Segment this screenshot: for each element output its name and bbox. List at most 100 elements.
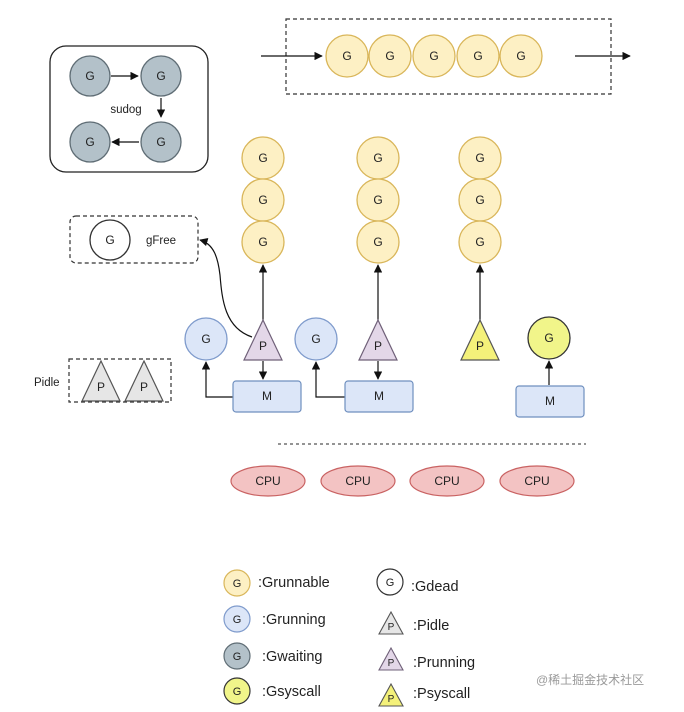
svg-text::Psyscall: :Psyscall <box>413 686 470 702</box>
proc-2-p: P <box>358 318 398 361</box>
proc-1-running-g: G <box>184 317 228 361</box>
grq-g-1: G <box>325 34 369 78</box>
svg-text::Gwaiting: :Gwaiting <box>262 649 322 665</box>
svg-text:G: G <box>258 235 267 249</box>
cpu-2: CPU <box>320 465 396 497</box>
legend-gwaiting: G :Gwaiting <box>223 642 322 670</box>
sudog-g-1: G <box>69 55 111 97</box>
svg-text:G: G <box>201 332 210 346</box>
svg-text:G: G <box>429 49 438 63</box>
svg-text:P: P <box>476 339 484 353</box>
legend-prunning: P :Prunning <box>378 646 475 671</box>
svg-text:G: G <box>544 331 553 345</box>
global-run-queue: G G G G G <box>261 18 631 95</box>
proc-1-p: P <box>243 318 283 361</box>
legend: G :Grunnable G :Grunning G :Gwaiting G :… <box>223 568 475 707</box>
svg-text:G: G <box>233 578 242 590</box>
pidle-label: Pidle <box>34 377 60 389</box>
watermark: @稀土掘金技术社区 <box>536 672 644 687</box>
svg-text:G: G <box>386 577 395 589</box>
svg-text:G: G <box>156 69 165 83</box>
proc-2-m: M <box>344 380 414 413</box>
sudog-g-4: G <box>140 121 182 163</box>
proc-1-lrq-g-1: G <box>241 136 285 180</box>
grq-g-4: G <box>456 34 500 78</box>
proc-2-lrq-g-3: G <box>356 220 400 264</box>
svg-text:G: G <box>156 135 165 149</box>
svg-text:P: P <box>388 658 395 669</box>
svg-text:G: G <box>385 49 394 63</box>
sudog-group: G G G G sudog <box>49 45 209 173</box>
proc-3-p: P <box>460 318 500 361</box>
svg-text:P: P <box>388 622 395 633</box>
pidle-p-1: P <box>81 359 121 402</box>
gfree-g: G <box>89 219 131 261</box>
svg-text:G: G <box>473 49 482 63</box>
proc-3-lrq-g-2: G <box>458 178 502 222</box>
svg-text:G: G <box>475 235 484 249</box>
svg-text::Grunnable: :Grunnable <box>258 575 330 591</box>
svg-text:CPU: CPU <box>345 474 370 488</box>
svg-text:M: M <box>545 394 555 408</box>
proc-2-running-g: G <box>294 317 338 361</box>
grq-g-3: G <box>412 34 456 78</box>
syscall-m: M <box>515 385 585 418</box>
proc-1-m: M <box>232 380 302 413</box>
svg-text:G: G <box>516 49 525 63</box>
pidle-group: Pidle P P <box>34 358 172 403</box>
svg-text:G: G <box>258 193 267 207</box>
syscall-m-group: G M <box>515 316 585 418</box>
svg-text::Gsyscall: :Gsyscall <box>262 684 321 700</box>
legend-grunnable: G :Grunnable <box>223 569 330 597</box>
svg-text:G: G <box>85 135 94 149</box>
svg-text:G: G <box>105 233 114 247</box>
svg-text::Grunning: :Grunning <box>262 612 326 628</box>
svg-text::Gdead: :Gdead <box>411 579 459 595</box>
cpu-1: CPU <box>230 465 306 497</box>
svg-text:G: G <box>85 69 94 83</box>
legend-grunning: G :Grunning <box>223 605 326 633</box>
proc-1-lrq-g-2: G <box>241 178 285 222</box>
proc-2: G G G G P M <box>294 136 414 413</box>
svg-text:G: G <box>373 151 382 165</box>
svg-text:P: P <box>97 380 105 394</box>
proc-2-lrq-g-1: G <box>356 136 400 180</box>
sudog-g-3: G <box>69 121 111 163</box>
legend-psyscall: P :Psyscall <box>378 682 470 707</box>
svg-text:G: G <box>233 651 242 663</box>
svg-text:G: G <box>258 151 267 165</box>
legend-gdead: G :Gdead <box>376 568 459 596</box>
svg-text:P: P <box>388 694 395 705</box>
legend-pidle: P :Pidle <box>378 610 449 635</box>
sudog-g-2: G <box>140 55 182 97</box>
svg-text:CPU: CPU <box>255 474 280 488</box>
cpu-4: CPU <box>499 465 575 497</box>
cpu-3: CPU <box>409 465 485 497</box>
grq-g-2: G <box>368 34 412 78</box>
svg-text::Prunning: :Prunning <box>413 655 475 671</box>
svg-text:P: P <box>374 339 382 353</box>
svg-text:G: G <box>233 686 242 698</box>
svg-text:M: M <box>262 389 272 403</box>
svg-text:P: P <box>259 339 267 353</box>
proc-3-lrq-g-1: G <box>458 136 502 180</box>
svg-text:P: P <box>140 380 148 394</box>
proc-2-lrq-g-2: G <box>356 178 400 222</box>
svg-text:G: G <box>373 235 382 249</box>
svg-text:CPU: CPU <box>524 474 549 488</box>
sudog-label: sudog <box>110 104 141 116</box>
proc-1-lrq-g-3: G <box>241 220 285 264</box>
svg-text::Pidle: :Pidle <box>413 618 449 634</box>
gfree-label: gFree <box>146 235 176 247</box>
svg-text:G: G <box>342 49 351 63</box>
grq-g-5: G <box>499 34 543 78</box>
svg-text:G: G <box>373 193 382 207</box>
svg-text:CPU: CPU <box>434 474 459 488</box>
gfree-group: G gFree <box>69 215 199 264</box>
proc-3-lrq-g-3: G <box>458 220 502 264</box>
svg-text:G: G <box>311 332 320 346</box>
svg-text:G: G <box>475 193 484 207</box>
svg-text:G: G <box>233 614 242 626</box>
proc-3: G G G P <box>458 136 502 361</box>
